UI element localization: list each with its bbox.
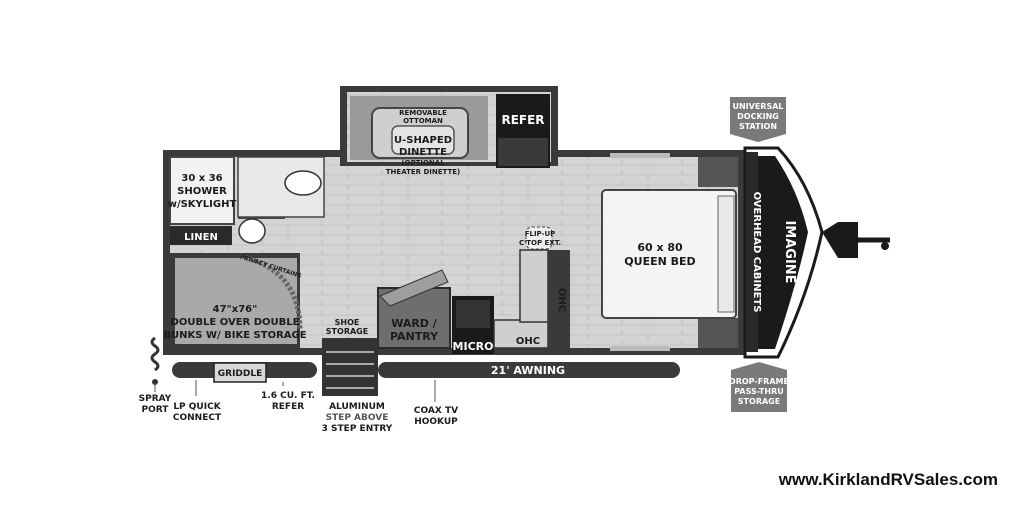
micro-label: MICRO (453, 340, 494, 353)
small-refer-label: 1.6 CU. FT.REFER (261, 391, 315, 412)
bunk-area (170, 253, 303, 348)
drop-frame-tag (731, 362, 787, 412)
dinette (350, 96, 488, 160)
front-cap (743, 146, 824, 359)
leader-lines (154, 380, 436, 402)
awning-label: 21' AWNING (491, 364, 565, 377)
kitchen (377, 226, 570, 354)
refrigerator (496, 94, 550, 168)
docking-station-tag (730, 97, 786, 142)
griddle-label: GRIDDLE (218, 369, 263, 379)
awning-bar (172, 362, 680, 383)
hitch (822, 222, 890, 258)
brand-logo: IMAGINE (782, 220, 797, 283)
overhead-cabinets-label: OVERHEAD CABINETS (751, 192, 762, 313)
bedroom (601, 153, 738, 351)
ohc-label-side: OHC (556, 288, 567, 312)
refer-label: REFER (501, 113, 544, 127)
ohc-label-bottom: OHC (516, 336, 540, 347)
entry-steps (322, 338, 378, 396)
spray-port-hose (150, 336, 160, 385)
ward-pantry-label: WARD /PANTRY (390, 317, 439, 343)
linen-label: LINEN (184, 232, 218, 243)
website-url: www.KirklandRVSales.com (778, 470, 998, 489)
bathroom (169, 156, 325, 245)
